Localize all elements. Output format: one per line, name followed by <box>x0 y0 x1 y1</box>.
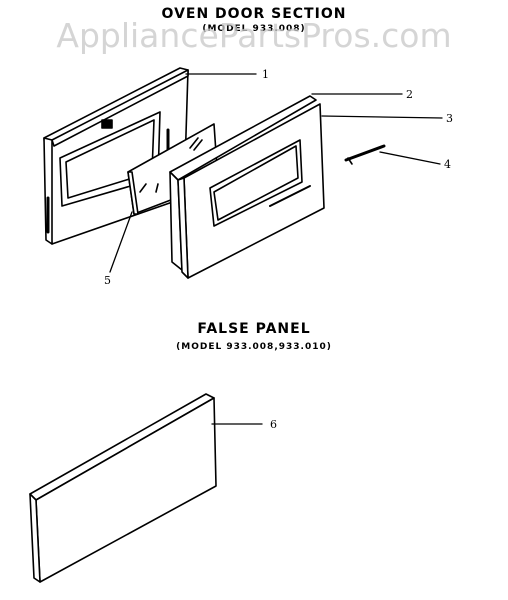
callout-1: 1 <box>262 68 269 81</box>
oven-door-section-title: OVEN DOOR SECTION <box>161 6 347 22</box>
callout-numbers: 1 2 3 4 5 6 <box>104 68 453 431</box>
callout-3: 3 <box>446 112 453 125</box>
oven-door-model-line: (MODEL 933.008) <box>202 24 306 34</box>
false-panel-model-line: (MODEL 933.008,933.010) <box>176 342 332 352</box>
part-2-door-panel <box>169 95 317 271</box>
leader-lines <box>109 73 443 425</box>
false-panel-title: FALSE PANEL <box>197 321 311 337</box>
part-3-outer-door <box>177 103 325 279</box>
callout-2: 2 <box>406 88 413 101</box>
part-4-handle <box>344 144 386 165</box>
part-6-false-panel <box>29 393 217 583</box>
callout-5: 5 <box>104 274 111 287</box>
watermark: AppliancePartsPros.com <box>56 16 452 55</box>
callout-4: 4 <box>444 158 451 171</box>
callout-6: 6 <box>270 418 277 431</box>
